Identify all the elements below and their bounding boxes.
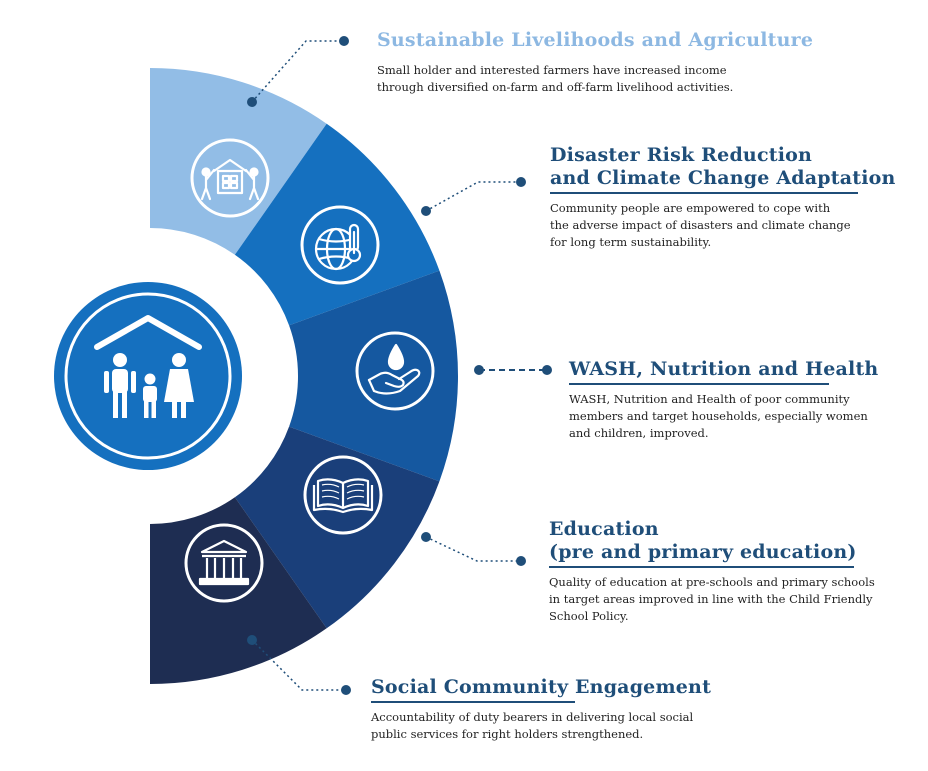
community-building-house-icon <box>200 158 260 201</box>
connector-dot <box>516 177 526 187</box>
connector-line-4 <box>425 536 521 562</box>
item-title-line: Sustainable Livelihoods and Agriculture <box>377 29 814 51</box>
title-underline <box>549 566 854 568</box>
item-title-line: and Climate Change Adaptation <box>550 167 896 189</box>
item-title: WASH, Nutrition and Health <box>569 358 909 381</box>
item-description: Community people are empowered to cope w… <box>550 201 851 249</box>
open-book-icon <box>312 478 374 514</box>
hub <box>54 282 242 470</box>
hand-water-drop-icon <box>367 343 421 395</box>
family-house-icon <box>94 315 202 418</box>
ring-segments <box>150 68 458 684</box>
connector-dot <box>516 556 526 566</box>
connector-line-2 <box>425 181 521 212</box>
connectors <box>247 36 552 695</box>
item-title-line: Social Community Engagement <box>371 676 712 698</box>
ring-segment-1 <box>150 68 327 255</box>
item-description: Accountability of duty bearers in delive… <box>371 710 694 741</box>
ring-segment-3 <box>289 270 458 482</box>
connector-dot <box>474 365 484 375</box>
item-description: Quality of education at pre-schools and … <box>549 575 875 623</box>
connector-line-5 <box>251 639 346 691</box>
title-underline <box>569 383 829 385</box>
title-underline <box>550 192 858 194</box>
ring-segment-5 <box>150 497 327 684</box>
hub-ring <box>64 292 232 460</box>
item-title: Disaster Risk Reduction and Climate Chan… <box>550 144 920 190</box>
item-title-line: WASH, Nutrition and Health <box>569 358 879 380</box>
segment-icon-5 <box>184 523 264 603</box>
item-description: Small holder and interested farmers have… <box>377 63 734 94</box>
segment-icon-1 <box>190 138 270 218</box>
connector-dot <box>247 635 257 645</box>
title-underline <box>371 701 575 703</box>
ring-segment-2 <box>234 123 440 326</box>
item-title-line: Disaster Risk Reduction <box>550 144 812 166</box>
item-title-line: (pre and primary education) <box>549 541 857 563</box>
item-sustainable-livelihoods: Sustainable Livelihoods and Agriculture … <box>377 29 897 96</box>
connector-dot <box>341 685 351 695</box>
item-title: Social Community Engagement <box>371 676 871 699</box>
public-building-icon <box>198 539 250 586</box>
connector-dot <box>339 36 349 46</box>
item-education: Education (pre and primary education) Qu… <box>549 518 909 625</box>
item-social-community-engagement: Social Community Engagement Accountabili… <box>371 676 871 743</box>
item-disaster-risk-reduction: Disaster Risk Reduction and Climate Chan… <box>550 144 920 251</box>
connector-dot <box>421 206 431 216</box>
item-title: Education (pre and primary education) <box>549 518 909 564</box>
item-wash-nutrition-health: WASH, Nutrition and Health WASH, Nutriti… <box>569 358 909 442</box>
connector-dot <box>421 532 431 542</box>
connector-line-1 <box>251 40 344 103</box>
connector-dot <box>542 365 552 375</box>
item-title: Sustainable Livelihoods and Agriculture <box>377 29 897 52</box>
connector-dot <box>247 97 257 107</box>
segment-icon-4 <box>303 455 383 535</box>
item-title-line: Education <box>549 518 659 540</box>
ring-segment-4 <box>234 426 440 629</box>
segment-icon-3 <box>355 331 435 411</box>
globe-thermometer-icon <box>314 223 362 271</box>
segment-icon-2 <box>300 205 380 285</box>
item-description: WASH, Nutrition and Health of poor commu… <box>569 392 868 440</box>
